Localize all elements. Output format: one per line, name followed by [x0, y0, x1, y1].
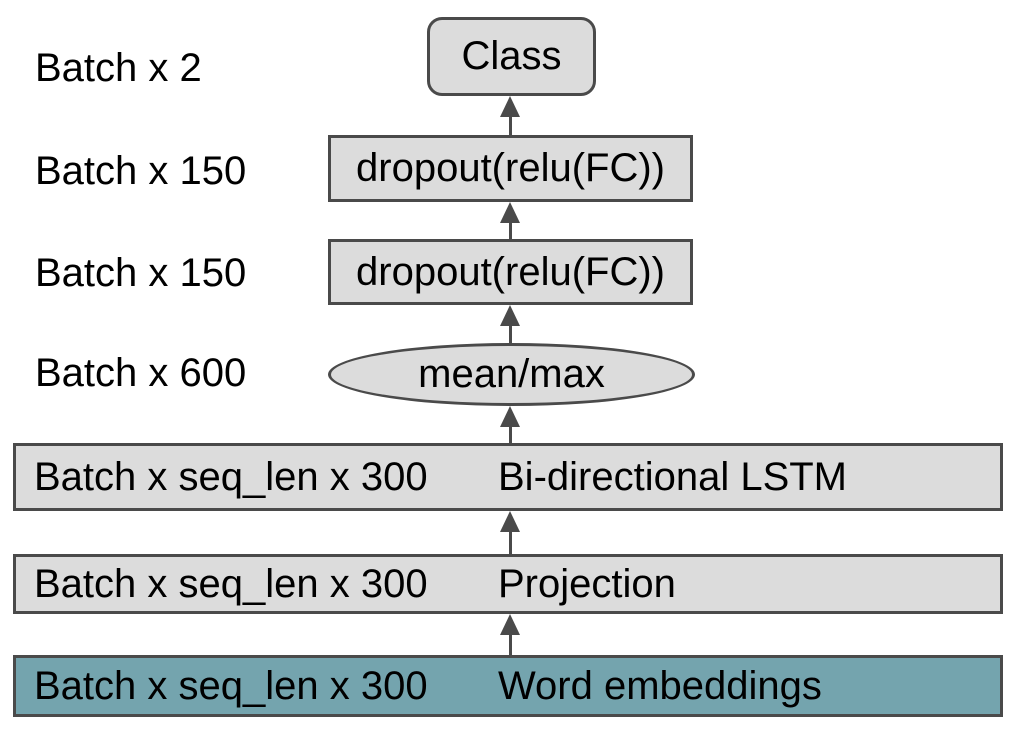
arrow-line	[508, 530, 512, 554]
arrow-line	[508, 324, 512, 343]
arrow-fc2-to-fc1	[500, 202, 520, 239]
mean-max-pooling-node: mean/max	[328, 343, 695, 406]
fc-dropout-node-1: dropout(relu(FC))	[328, 135, 693, 202]
fc-dropout-node-2: dropout(relu(FC))	[328, 239, 693, 305]
arrow-line	[508, 221, 512, 239]
dim-label-batch-x-150-upper: Batch x 150	[35, 149, 247, 193]
arrow-fc1-to-class	[500, 96, 520, 135]
embeddings-dim-label: Batch x seq_len x 300	[34, 663, 428, 708]
dim-label-batch-x-600: Batch x 600	[35, 351, 247, 395]
word-embeddings-bar: Batch x seq_len x 300 Word embeddings	[13, 655, 1003, 717]
arrow-up-icon	[500, 96, 520, 117]
arrow-embeddings-to-projection	[500, 614, 520, 655]
dim-label-batch-x-150-lower: Batch x 150	[35, 251, 247, 295]
fc-dropout-label-2: dropout(relu(FC))	[356, 249, 665, 294]
arrow-up-icon	[500, 305, 520, 326]
lstm-layer-label: Bi-directional LSTM	[498, 454, 848, 499]
dim-label-batch-x-2: Batch x 2	[35, 46, 202, 90]
embeddings-layer-label: Word embeddings	[498, 663, 822, 708]
class-output-label: Class	[461, 34, 562, 78]
arrow-projection-to-lstm	[500, 511, 520, 554]
arrow-up-icon	[500, 511, 520, 532]
mean-max-pooling-label: mean/max	[418, 352, 605, 396]
arrow-line	[508, 115, 512, 135]
lstm-dim-label: Batch x seq_len x 300	[34, 454, 428, 499]
arrow-up-icon	[500, 202, 520, 223]
projection-layer-label: Projection	[498, 561, 676, 606]
fc-dropout-label-1: dropout(relu(FC))	[356, 146, 665, 190]
arrow-line	[508, 425, 512, 443]
arrow-up-icon	[500, 406, 520, 427]
class-output-node: Class	[427, 17, 596, 96]
arrow-pool-to-fc2	[500, 305, 520, 343]
projection-bar: Batch x seq_len x 300 Projection	[13, 554, 1003, 614]
arrow-lstm-to-pool	[500, 406, 520, 443]
bidirectional-lstm-bar: Batch x seq_len x 300 Bi-directional LST…	[13, 443, 1003, 511]
arrow-up-icon	[500, 614, 520, 635]
projection-dim-label: Batch x seq_len x 300	[34, 561, 428, 606]
arrow-line	[508, 633, 512, 655]
